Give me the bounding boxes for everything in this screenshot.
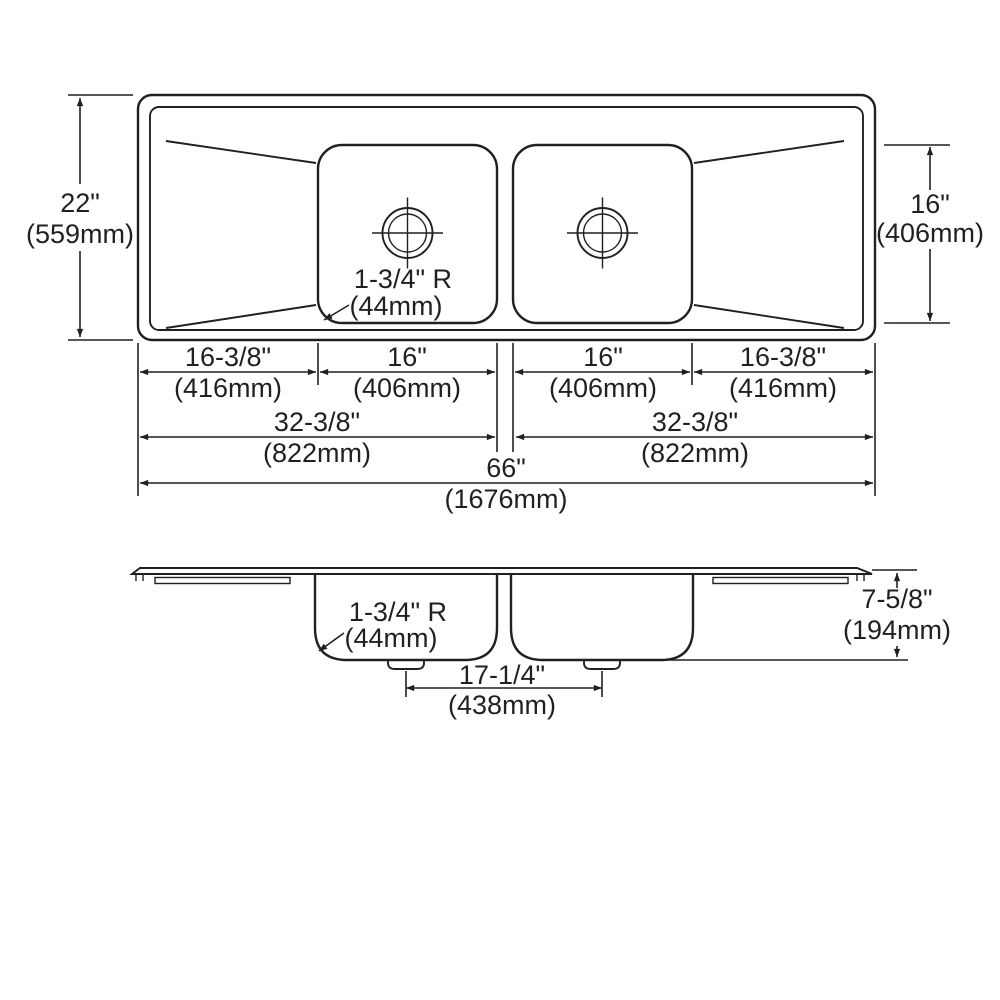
dim-overall-depth: 7-5/8" (194mm) (843, 569, 951, 658)
right-drain-fitting (583, 660, 621, 670)
top-view-radius-note: 1-3/4" R (44mm) (323, 264, 452, 321)
left-drainboard-slope-bottom (165, 304, 317, 329)
drain-spacing-mm: (438mm) (448, 690, 556, 720)
dim-overall-height: 22" (559mm) (26, 94, 134, 341)
right-drainboard-slope-bottom (693, 304, 845, 329)
overall-width-inches: 66" (486, 453, 526, 483)
overall-depth-mm: (194mm) (843, 615, 951, 645)
right-half-mm: (822mm) (641, 438, 749, 468)
radius-label-inches: 1-3/4" R (349, 597, 447, 627)
bowl-front-to-back-inches: 16" (910, 189, 950, 219)
top-view-drawing: 1-3/4" R (44mm) (136, 93, 877, 342)
radius-label-mm: (44mm) (345, 623, 438, 653)
right-bowl-width-mm: (406mm) (549, 373, 657, 403)
radius-label-mm: (44mm) (350, 291, 443, 321)
left-drainboard-inches: 16-3/8" (185, 342, 271, 372)
left-bowl-outline (316, 143, 499, 325)
overall-height-inches: 22" (60, 188, 100, 218)
right-bowl-width-inches: 16" (583, 342, 623, 372)
right-drain-symbol (567, 197, 638, 269)
left-drainboard-mm: (416mm) (174, 373, 282, 403)
left-bowl-width-mm: (406mm) (353, 373, 461, 403)
right-drainboard-mm: (416mm) (729, 373, 837, 403)
left-half-inches: 32-3/8" (274, 407, 360, 437)
right-drainboard-slope-top (693, 140, 845, 164)
overall-depth-inches: 7-5/8" (861, 584, 932, 614)
side-view-drawing: 1-3/4" R (44mm) 7-5/8" (194mm) 17-1/4" (… (129, 567, 951, 720)
sink-outer-rim (136, 93, 877, 342)
drain-spacing-inches: 17-1/4" (459, 660, 545, 690)
overall-height-mm: (559mm) (26, 219, 134, 249)
radius-label-inches: 1-3/4" R (354, 264, 452, 294)
dim-row-halves: 32-3/8" (822mm) 32-3/8" (822mm) (139, 407, 874, 468)
radius-leader-arrow (318, 632, 345, 652)
left-drain-symbol (372, 197, 443, 269)
right-bowl-outline (511, 143, 694, 325)
dim-bowl-front-to-back: 16" (406mm) (876, 144, 984, 324)
right-drainboard-inches: 16-3/8" (740, 342, 826, 372)
overall-width-mm: (1676mm) (444, 484, 567, 514)
bottom-extension-lines (137, 343, 876, 496)
left-bowl-profile (313, 574, 499, 662)
right-drainboard-channel (712, 576, 849, 585)
rim-profile-band (129, 567, 873, 575)
dim-drain-spacing: 17-1/4" (438mm) (405, 660, 603, 720)
dim-overall-width: 66" (1676mm) (139, 453, 874, 514)
left-drain-fitting (387, 660, 425, 670)
radius-leader-arrow (323, 304, 350, 321)
left-drainboard-channel (154, 576, 291, 585)
left-drainboard-slope-top (165, 140, 317, 164)
sink-inner-rim (149, 106, 864, 331)
left-half-mm: (822mm) (263, 438, 371, 468)
bowl-front-to-back-mm: (406mm) (876, 218, 984, 248)
right-bowl-profile (509, 574, 695, 662)
left-bowl-width-inches: 16" (387, 342, 427, 372)
right-half-inches: 32-3/8" (652, 407, 738, 437)
side-view-radius-note: 1-3/4" R (44mm) (318, 597, 447, 653)
dim-row-widths: 16-3/8" (416mm) 16" (406mm) 16" (406mm) … (139, 342, 874, 403)
